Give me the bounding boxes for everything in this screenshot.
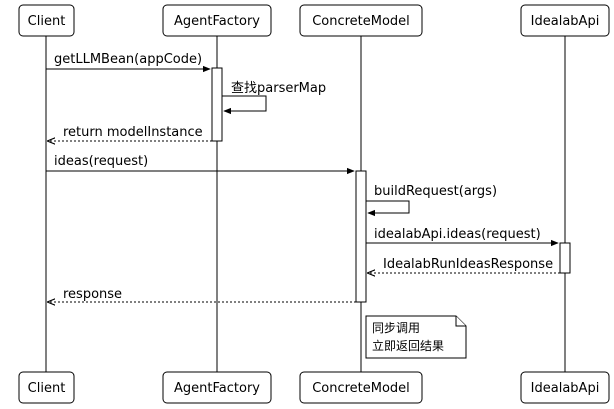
message-getllmbean: getLLMBean(appCode) [46, 52, 211, 73]
message-idealabapi-ideas: idealabApi.ideas(request) [366, 227, 559, 247]
note-line-1: 同步调用 [372, 321, 420, 335]
participant-client-top: Client [18, 4, 75, 37]
message-label: return modelInstance [63, 125, 203, 140]
participant-idealabapi-bottom: IdealabApi [520, 371, 610, 404]
participant-label: Client [28, 14, 66, 29]
message-return-modelinstance: return modelInstance [48, 125, 212, 141]
participant-agentfactory-top: AgentFactory [162, 4, 272, 37]
message-label: buildRequest(args) [374, 184, 497, 199]
participant-label: Client [28, 381, 66, 396]
participant-label: IdealabApi [531, 381, 600, 396]
message-label: idealabApi.ideas(request) [374, 227, 541, 242]
message-label: IdealabRunIdeasResponse [383, 257, 553, 272]
participant-idealabapi-top: IdealabApi [520, 4, 610, 37]
participant-client-bottom: Client [18, 371, 75, 404]
participant-label: ConcreteModel [312, 381, 410, 396]
note: 同步调用 立即返回结果 [365, 315, 467, 359]
message-label: 查找parserMap [231, 81, 326, 96]
message-find-parsermap: 查找parserMap [222, 81, 326, 115]
message-ideas: ideas(request) [46, 154, 355, 175]
note-line-2: 立即返回结果 [372, 338, 444, 353]
participant-concretemodel-bottom: ConcreteModel [299, 371, 423, 404]
message-label: getLLMBean(appCode) [54, 52, 202, 67]
message-label: response [63, 287, 122, 302]
message-buildrequest: buildRequest(args) [366, 184, 497, 217]
activation-concretemodel [355, 170, 367, 303]
participant-label: AgentFactory [174, 14, 260, 29]
participant-agentfactory-bottom: AgentFactory [162, 371, 272, 404]
participant-label: ConcreteModel [312, 14, 410, 29]
participant-label: AgentFactory [174, 381, 260, 396]
activation-agentfactory [211, 67, 223, 142]
message-label: ideas(request) [54, 154, 148, 169]
participant-concretemodel-top: ConcreteModel [299, 4, 423, 37]
message-idealab-response: IdealabRunIdeasResponse [368, 257, 560, 273]
message-response: response [48, 287, 356, 302]
activation-idealabapi [559, 242, 571, 274]
participant-label: IdealabApi [531, 14, 600, 29]
